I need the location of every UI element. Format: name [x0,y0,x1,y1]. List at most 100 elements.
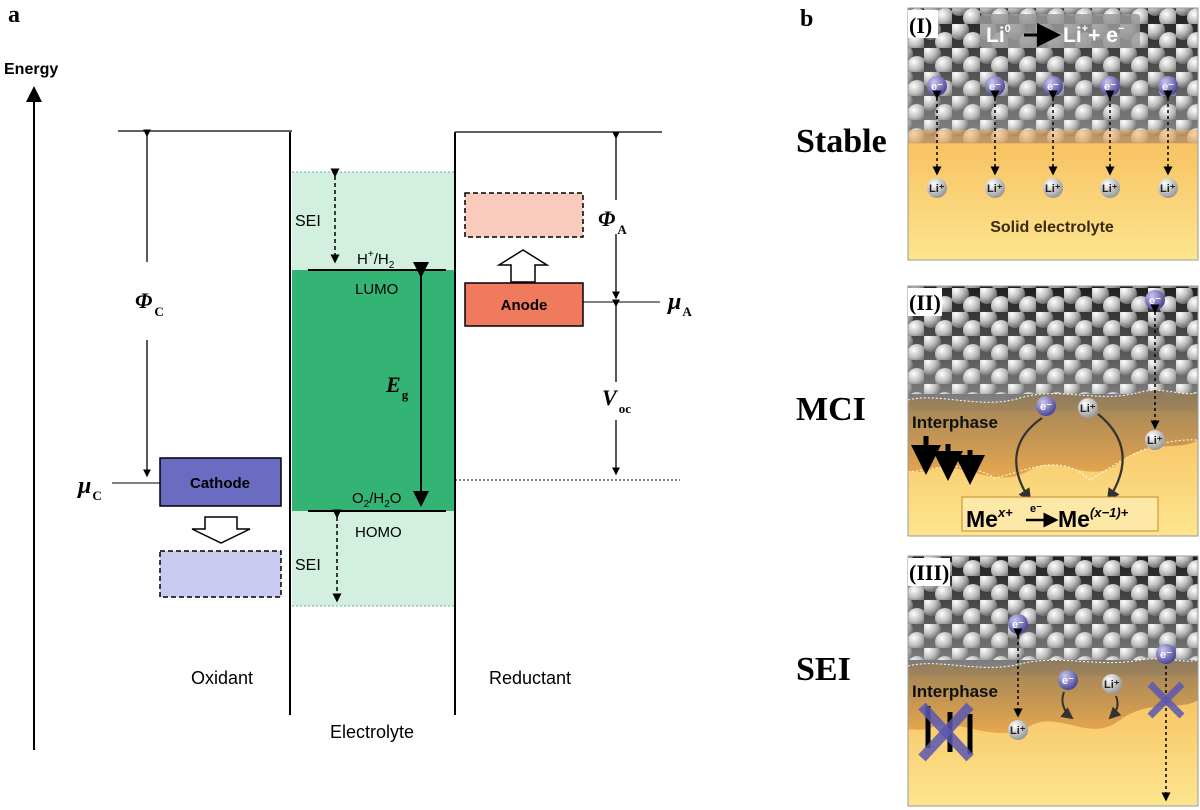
li-label-mci-right: Li⁺ [1147,435,1163,447]
anode-ghost-box [464,192,584,238]
li-label-stable-1: Li⁺ [929,183,945,195]
lumo-label: LUMO [355,281,398,298]
li-label-stable-3: Li⁺ [1045,183,1061,195]
li-ball-mci-right [1145,430,1165,450]
electron-ball-stable-2 [985,76,1005,96]
electrolyte-label: Electrolyte [330,722,414,742]
panel-b: b Stable MCI SEI (I) Li0 Li++ e− e⁻Li⁺e⁻… [796,6,1199,807]
li-path-mci [1097,413,1124,502]
panel-a-label: a [8,2,20,28]
sei-band-top [292,172,454,270]
me-reaction-left: Mex+ [966,505,1013,532]
reductant-label: Reductant [489,668,571,688]
solid-electrolyte-label: Solid electrolyte [990,219,1114,236]
eg-label: Eg [385,372,409,402]
cathode-box [159,457,282,507]
roman-ii-bg [908,288,942,316]
li-label-sei: Li⁺ [1010,725,1026,737]
row-label-stable: Stable [796,123,887,160]
li-label-stable-5: Li⁺ [1160,183,1176,195]
electron-ball-stable-1 [927,76,947,96]
phi-a-gap [598,200,634,234]
sei-band-bottom [292,511,454,606]
electron-label-sei-right: e⁻ [1160,649,1172,661]
interphase-label-mci: Interphase [912,413,998,432]
electron-ball-mci-right [1145,290,1165,310]
electron-ball-sei-right [1156,644,1176,664]
electron-label-stable-3: e⁻ [1047,81,1059,93]
panel-b-label: b [800,6,813,32]
electron-label-mci: e⁻ [1040,401,1052,413]
li-ball-stable-2 [985,178,1005,198]
cathode-down-arrow [191,516,251,544]
anode-box [464,282,584,327]
voc-gap [600,382,644,420]
me-reaction-right: Me(x−1)+ [1058,505,1129,532]
reaction-products: Li++ e− [1063,23,1124,47]
li-label-stable-2: Li⁺ [987,183,1003,195]
electron-label-stable-1: e⁻ [931,81,943,93]
blocked-x-mark-left [918,702,974,762]
box-mci-border [907,285,1199,537]
sei-bottom-label: SEI [295,557,321,574]
li-ball-stable-3 [1043,178,1063,198]
roman-iii-bg [908,558,950,586]
electron-label-stable-2: e⁻ [989,81,1001,93]
oxidant-label: Oxidant [191,668,253,688]
electron-path-sei [1060,691,1074,720]
me-reaction-box [961,496,1159,532]
o2-h2o-label: O2/H2O [352,490,401,510]
electron-ball-stable-3 [1043,76,1063,96]
row-label-mci: MCI [796,391,866,428]
box-stable-border [907,7,1199,261]
mu-c-label: μC [76,473,102,503]
electron-ball-sei [1008,614,1028,634]
li-ball-mci [1078,398,1098,418]
roman-i: (I) [909,13,932,38]
box-sei-border [907,555,1199,807]
li-label-mci: Li⁺ [1080,403,1096,415]
roman-i-bg [908,10,938,38]
cathode-ghost-box [159,550,282,598]
electron-label-stable-5: e⁻ [1162,81,1174,93]
electron-transfer-paths: e⁻ Li⁺ e⁻ Li⁺ e⁻ Li⁺ e⁻ Li⁺ e⁻ Li⁺ [927,76,1178,198]
reaction-li0: Li0 [986,23,1011,47]
energy-label: Energy [4,61,58,78]
interphase-growth-arrows [911,436,985,485]
mu-a-label: μA [666,289,692,319]
panel-a: a Energy SEI SEI H+/H2 LUMO O2/H2O HOMO [4,2,692,750]
me-reaction-electron: e⁻ [1030,503,1042,515]
electrolyte-band [292,270,454,511]
roman-ii: (II) [909,290,941,315]
electron-label-sei-2: e⁻ [1062,675,1074,687]
h-plus-h2-label: H+/H2 [357,249,395,271]
blocked-x-mark-right [1147,681,1185,719]
homo-label: HOMO [355,524,402,541]
electron-ball-mci [1036,396,1056,416]
electron-path-mci [1015,417,1043,502]
cathode-label: Cathode [190,475,250,492]
electron-label-sei: e⁻ [1012,619,1024,631]
roman-iii: (III) [909,560,949,585]
li-label-stable-4: Li⁺ [1102,183,1118,195]
electron-ball-stable-5 [1158,76,1178,96]
row-label-sei: SEI [796,651,851,688]
electron-ball-stable-4 [1100,76,1120,96]
box-sei [908,556,1198,806]
electron-label-stable-4: e⁻ [1104,81,1116,93]
li-ball-stable-5 [1158,178,1178,198]
electron-label-mci-right: e⁻ [1149,295,1161,307]
sei-top-label: SEI [295,213,321,230]
li-ball-sei-2 [1102,674,1122,694]
li-label-sei-2: Li⁺ [1104,679,1120,691]
interphase-label-sei: Interphase [912,682,998,701]
li-path-sei [1108,695,1122,720]
li-ball-stable-1 [927,178,947,198]
anode-up-arrow [496,249,550,283]
anode-label: Anode [501,297,548,314]
li-ball-sei [1008,720,1028,740]
li-ball-stable-4 [1100,178,1120,198]
